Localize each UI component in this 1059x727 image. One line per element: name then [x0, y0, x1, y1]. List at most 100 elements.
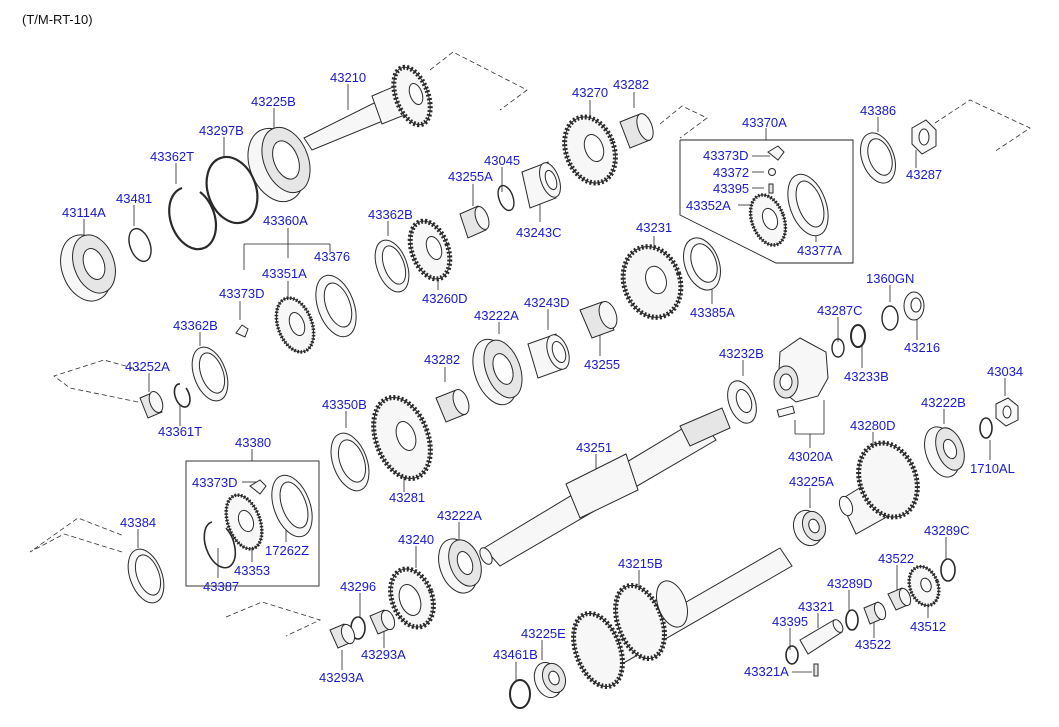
ref-43233b[interactable]: 43233B	[844, 369, 889, 384]
ref-43373d-a[interactable]: 43373D	[219, 286, 265, 301]
ref-43289c[interactable]: 43289C	[924, 523, 970, 538]
ring-43045	[497, 184, 515, 212]
ref-43287c[interactable]: 43287C	[817, 303, 863, 318]
spring-43395-a	[768, 183, 774, 194]
ref-43289d[interactable]: 43289D	[827, 576, 873, 591]
shaft-43321	[799, 619, 844, 655]
ref-43216[interactable]: 43216	[904, 340, 941, 355]
phantom-line-input	[429, 51, 528, 111]
synchro-ring-43350b-hole	[337, 439, 367, 483]
ref-43293a-upper[interactable]: 43293A	[361, 647, 406, 662]
bearing-43222b	[924, 426, 965, 478]
ref-43114a[interactable]: 43114A	[62, 205, 106, 220]
ref-43231[interactable]: 43231	[636, 220, 673, 235]
ref-43481[interactable]: 43481	[116, 191, 153, 206]
bearing-43114a	[60, 234, 116, 302]
diagram-code: (T/M-RT-10)	[22, 12, 93, 27]
gear-43260d	[407, 218, 453, 282]
ref-43386[interactable]: 43386	[860, 103, 897, 118]
ref-43034[interactable]: 43034	[987, 364, 1024, 379]
needle-bearing-43282-lower	[435, 389, 470, 423]
gear-43281	[371, 395, 433, 481]
snap-ring-43387	[203, 521, 237, 569]
ref-43243d[interactable]: 43243D	[524, 295, 570, 310]
ref-43225b[interactable]: 43225B	[251, 94, 296, 109]
ref-43287[interactable]: 43287	[906, 167, 943, 182]
phantom-line-right	[934, 99, 1031, 153]
ref-43281[interactable]: 43281	[389, 490, 426, 505]
gear-43280d	[838, 440, 920, 535]
phantom-line-left	[53, 359, 141, 403]
ref-43385a[interactable]: 43385A	[690, 305, 735, 320]
gear-43270	[562, 114, 618, 186]
washer-1360gn	[881, 305, 899, 331]
ref-17262z[interactable]: 17262Z	[265, 543, 310, 558]
ref-43222b[interactable]: 43222B	[921, 395, 966, 410]
synchro-ring-43362b-upper-hole	[381, 245, 407, 285]
ref-43350b[interactable]: 43350B	[322, 397, 367, 412]
ref-43373d-b[interactable]: 43373D	[703, 148, 749, 163]
ref-43297b[interactable]: 43297B	[199, 123, 244, 138]
ref-43512[interactable]: 43512	[910, 619, 947, 634]
ref-43353[interactable]: 43353	[234, 563, 271, 578]
synchro-ring-43385a-hole	[690, 243, 718, 283]
ref-1360gn[interactable]: 1360GN	[866, 271, 915, 286]
group-box-43380	[185, 460, 320, 587]
ref-43296[interactable]: 43296	[340, 579, 377, 594]
ref-43384[interactable]: 43384	[120, 515, 157, 530]
ref-43362t[interactable]: 43362T	[150, 149, 195, 164]
ref-43380[interactable]: 43380	[235, 435, 272, 450]
ref-43321[interactable]: 43321	[798, 599, 835, 614]
ref-43222a-upper[interactable]: 43222A	[474, 308, 519, 323]
ref-43020a[interactable]: 43020A	[788, 449, 833, 464]
ref-43372[interactable]: 43372	[713, 165, 750, 180]
ref-43522-lower[interactable]: 43522	[855, 637, 892, 652]
sleeve-43377a	[787, 173, 829, 237]
ref-43376[interactable]: 43376	[314, 249, 351, 264]
main-shaft-43251	[479, 407, 731, 567]
ref-43270[interactable]: 43270	[572, 85, 609, 100]
ref-43373d-c[interactable]: 43373D	[192, 475, 238, 490]
ref-43293a-lower[interactable]: 43293A	[319, 670, 364, 685]
ref-43252a[interactable]: 43252A	[125, 359, 170, 374]
ref-43395-a[interactable]: 43395	[713, 181, 750, 196]
ref-43210[interactable]: 43210	[330, 70, 367, 85]
ref-43215b[interactable]: 43215B	[618, 556, 663, 571]
ref-43251[interactable]: 43251	[576, 440, 613, 455]
ring-43395-b	[785, 645, 799, 665]
ref-43282-upper[interactable]: 43282	[613, 77, 650, 92]
ref-1710al[interactable]: 1710AL	[970, 461, 1015, 476]
nut-43287	[911, 119, 937, 155]
ref-43260d[interactable]: 43260D	[422, 291, 468, 306]
snap-ring-43362t	[168, 186, 218, 251]
ref-43240[interactable]: 43240	[398, 532, 435, 547]
ref-43361t[interactable]: 43361T	[158, 424, 203, 439]
ref-43280d[interactable]: 43280D	[850, 418, 896, 433]
phantom-line-upper	[659, 105, 708, 139]
ref-43045[interactable]: 43045	[484, 153, 521, 168]
ref-43370a[interactable]: 43370A	[742, 115, 787, 130]
ref-43360a[interactable]: 43360A	[263, 213, 308, 228]
ref-43377a[interactable]: 43377A	[797, 243, 842, 258]
ref-43461b[interactable]: 43461B	[493, 647, 538, 662]
ref-43282-lower[interactable]: 43282	[424, 352, 461, 367]
bearing-43225b	[247, 126, 311, 203]
ref-43255a[interactable]: 43255A	[448, 169, 493, 184]
ref-43225e[interactable]: 43225E	[521, 626, 566, 641]
ref-43232b[interactable]: 43232B	[719, 346, 764, 361]
ref-43321a[interactable]: 43321A	[744, 664, 789, 679]
gear-43231	[620, 244, 684, 320]
ref-43243c[interactable]: 43243C	[516, 225, 562, 240]
group-box-43370a	[679, 139, 854, 264]
ref-43387[interactable]: 43387	[203, 579, 240, 594]
synchro-ring-43362b-lower-hole	[198, 352, 226, 394]
ref-43352a[interactable]: 43352A	[686, 198, 731, 213]
ref-43222a-lower[interactable]: 43222A	[437, 508, 482, 523]
ref-43351a[interactable]: 43351A	[262, 266, 307, 281]
ref-43522-upper[interactable]: 43522	[878, 551, 915, 566]
ref-43362b-lower[interactable]: 43362B	[173, 318, 218, 333]
ref-43362b-upper[interactable]: 43362B	[368, 207, 413, 222]
ref-43255[interactable]: 43255	[584, 357, 621, 372]
ref-43395-b[interactable]: 43395	[772, 614, 809, 629]
ref-43225a[interactable]: 43225A	[789, 474, 834, 489]
